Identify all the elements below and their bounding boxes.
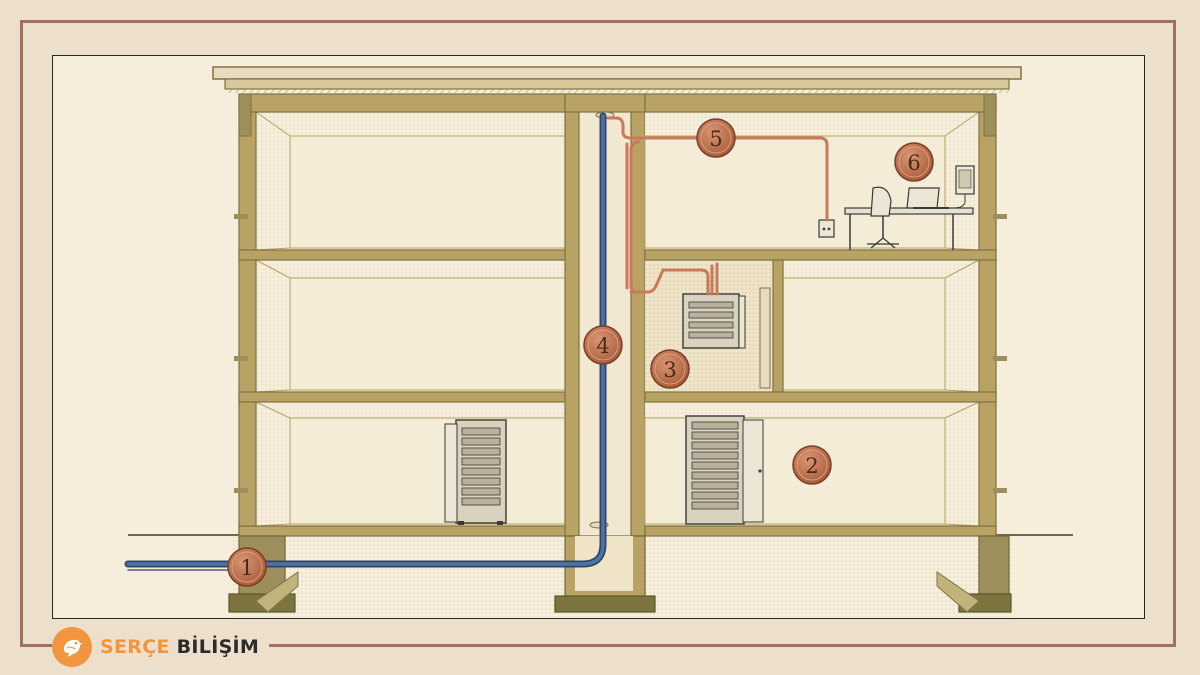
server-rack-left — [444, 419, 507, 525]
brand-logo-block: SERÇE BİLİŞİM — [52, 626, 270, 668]
callout-6: 6 — [894, 142, 934, 182]
callout-5: 5 — [696, 118, 736, 158]
network-outlet — [818, 219, 835, 238]
copper-cabling — [606, 116, 829, 296]
callout-2-label: 2 — [805, 454, 818, 478]
sparrow-icon — [52, 627, 92, 667]
callout-6-label: 6 — [907, 151, 920, 175]
callout-4: 4 — [583, 325, 623, 365]
callout-3-label: 3 — [663, 358, 676, 382]
building-cross-section-diagram: 1 2 3 4 5 6 — [124, 66, 1073, 617]
outer-frame — [20, 20, 1176, 647]
office-workstation — [844, 165, 975, 250]
left-wing — [234, 93, 576, 537]
brand-name-part2: BİLİŞİM — [176, 636, 260, 658]
callout-1-label: 1 — [240, 556, 253, 580]
callout-4-label: 4 — [596, 334, 609, 358]
callout-2: 2 — [792, 445, 832, 485]
brand-name-part1: SERÇE — [100, 636, 170, 658]
wall-mount-cabinet — [682, 293, 746, 349]
diagram-canvas: 1 2 3 4 5 6 — [52, 55, 1145, 619]
callout-3: 3 — [650, 349, 690, 389]
server-rack-main — [685, 415, 764, 525]
roof-cornice — [212, 66, 1022, 93]
callout-5-label: 5 — [709, 127, 722, 151]
brand-name: SERÇE BİLİŞİM — [100, 636, 259, 658]
backbone-cable — [124, 112, 607, 571]
callout-1: 1 — [227, 547, 267, 587]
